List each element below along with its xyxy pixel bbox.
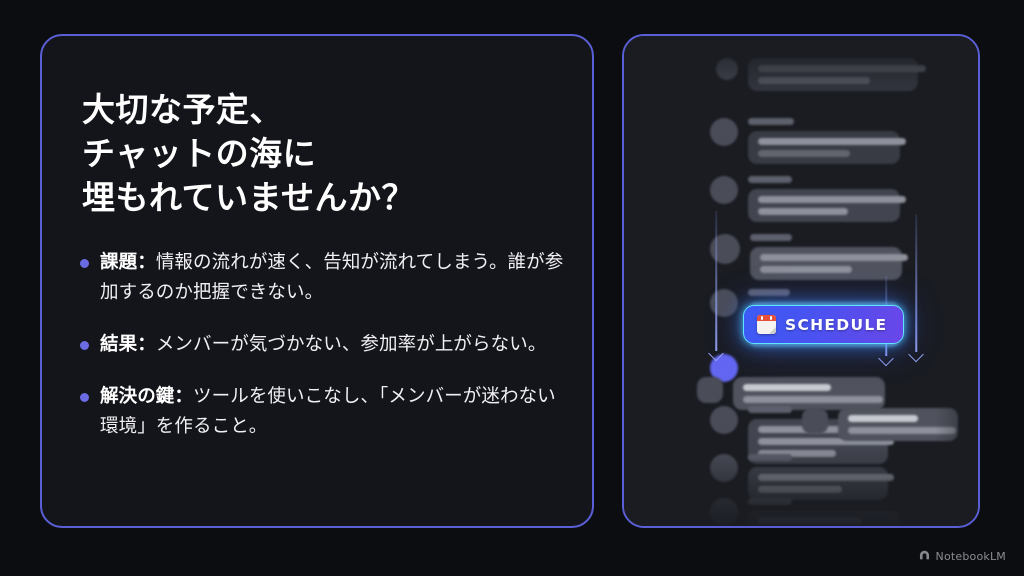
arrow-left-down-icon bbox=[708, 211, 724, 362]
bullet-dot-icon bbox=[80, 340, 89, 350]
message-bubble bbox=[748, 131, 906, 164]
calendar-icon bbox=[757, 315, 776, 334]
avatar bbox=[710, 406, 738, 434]
chat-message-row bbox=[710, 454, 894, 500]
bullet-dot-icon bbox=[80, 392, 89, 402]
watermark-text: NotebookLM bbox=[935, 550, 1006, 563]
message-text-placeholder bbox=[743, 384, 831, 391]
chat-message-row bbox=[802, 408, 958, 441]
message-column bbox=[750, 234, 908, 280]
sender-name-placeholder bbox=[748, 289, 790, 296]
message-column bbox=[748, 498, 900, 526]
message-text-placeholder bbox=[760, 266, 852, 273]
avatar bbox=[802, 408, 828, 434]
chat-message-row bbox=[716, 58, 926, 91]
sender-name-placeholder bbox=[748, 406, 792, 413]
message-column bbox=[748, 176, 906, 222]
avatar bbox=[710, 176, 738, 204]
avatar bbox=[716, 58, 738, 80]
chat-feed-illustration bbox=[624, 36, 978, 526]
message-bubble bbox=[748, 189, 906, 222]
message-bubble bbox=[838, 408, 958, 441]
bullet-text: 解決の鍵：ツールを使いこなし、「メンバーが迷わない環境」を作ること。 bbox=[100, 382, 574, 442]
message-text-placeholder bbox=[758, 474, 894, 481]
avatar bbox=[710, 118, 738, 146]
message-text-placeholder bbox=[758, 65, 926, 72]
bullet-dot-icon bbox=[80, 259, 89, 268]
message-column bbox=[748, 58, 926, 91]
page-title: 大切な予定、 チャットの海に 埋もれていませんか？ bbox=[82, 90, 416, 218]
message-bubble bbox=[748, 58, 926, 91]
bullet-lead: 結果： bbox=[100, 333, 156, 355]
bullet-lead: 課題： bbox=[100, 252, 156, 273]
message-text-placeholder bbox=[758, 518, 862, 525]
message-text-placeholder bbox=[758, 196, 906, 203]
sender-name-placeholder bbox=[750, 234, 792, 241]
message-column bbox=[748, 454, 894, 500]
sender-name-placeholder bbox=[748, 176, 792, 183]
message-bubble bbox=[748, 467, 894, 500]
sender-name-placeholder bbox=[748, 498, 792, 505]
bullet-list: 課題：情報の流れが速く、告知が流れてしまう。誰が参加するのか把握できない。結果：… bbox=[74, 248, 574, 464]
chat-message-row bbox=[710, 234, 908, 280]
sender-name-placeholder bbox=[748, 118, 794, 125]
chat-message-row bbox=[710, 176, 906, 222]
message-text-placeholder bbox=[758, 208, 848, 215]
message-text-placeholder bbox=[758, 138, 906, 145]
message-text-placeholder bbox=[848, 415, 918, 422]
bullet-body: ツールを使いこなし、「メンバーが迷わない環境」を作ること。 bbox=[100, 385, 556, 437]
message-text-placeholder bbox=[758, 150, 850, 157]
watermark: NotebookLM bbox=[918, 547, 1006, 566]
schedule-badge[interactable]: SCHEDULE bbox=[743, 305, 905, 344]
sender-name-placeholder bbox=[748, 454, 792, 461]
arrow-right-down-long-icon bbox=[908, 214, 924, 363]
left-content-panel: 大切な予定、 チャットの海に 埋もれていませんか？ 課題：情報の流れが速く、告知… bbox=[40, 34, 594, 528]
bullet-item: 結果：メンバーが気づかない、参加率が上がらない。 bbox=[74, 330, 574, 360]
message-column bbox=[838, 408, 958, 441]
bullet-item: 解決の鍵：ツールを使いこなし、「メンバーが迷わない環境」を作ること。 bbox=[74, 382, 574, 442]
message-text-placeholder bbox=[758, 77, 870, 84]
bullet-lead: 解決の鍵： bbox=[100, 385, 194, 407]
message-column bbox=[748, 118, 906, 164]
schedule-badge-label: SCHEDULE bbox=[785, 315, 888, 334]
message-text-placeholder bbox=[758, 486, 842, 493]
bullet-body: 情報の流れが速く、告知が流れてしまう。誰が参加するのか把握できない。 bbox=[100, 252, 564, 303]
avatar bbox=[697, 377, 723, 403]
chat-message-row bbox=[710, 118, 906, 164]
avatar bbox=[710, 498, 738, 526]
bullet-item: 課題：情報の流れが速く、告知が流れてしまう。誰が参加するのか把握できない。 bbox=[74, 248, 574, 308]
bullet-text: 課題：情報の流れが速く、告知が流れてしまう。誰が参加するのか把握できない。 bbox=[100, 248, 574, 308]
right-illustration-panel: SCHEDULE bbox=[622, 34, 980, 528]
bullet-text: 結果：メンバーが気づかない、参加率が上がらない。 bbox=[100, 330, 574, 360]
message-text-placeholder bbox=[743, 396, 883, 403]
message-bubble bbox=[748, 511, 900, 526]
message-text-placeholder bbox=[848, 427, 956, 434]
chat-message-row bbox=[710, 498, 900, 526]
message-text-placeholder bbox=[760, 254, 908, 261]
notebooklm-logo-icon bbox=[918, 547, 931, 566]
bullet-body: メンバーが気づかない、参加率が上がらない。 bbox=[155, 333, 547, 355]
avatar bbox=[710, 454, 738, 482]
